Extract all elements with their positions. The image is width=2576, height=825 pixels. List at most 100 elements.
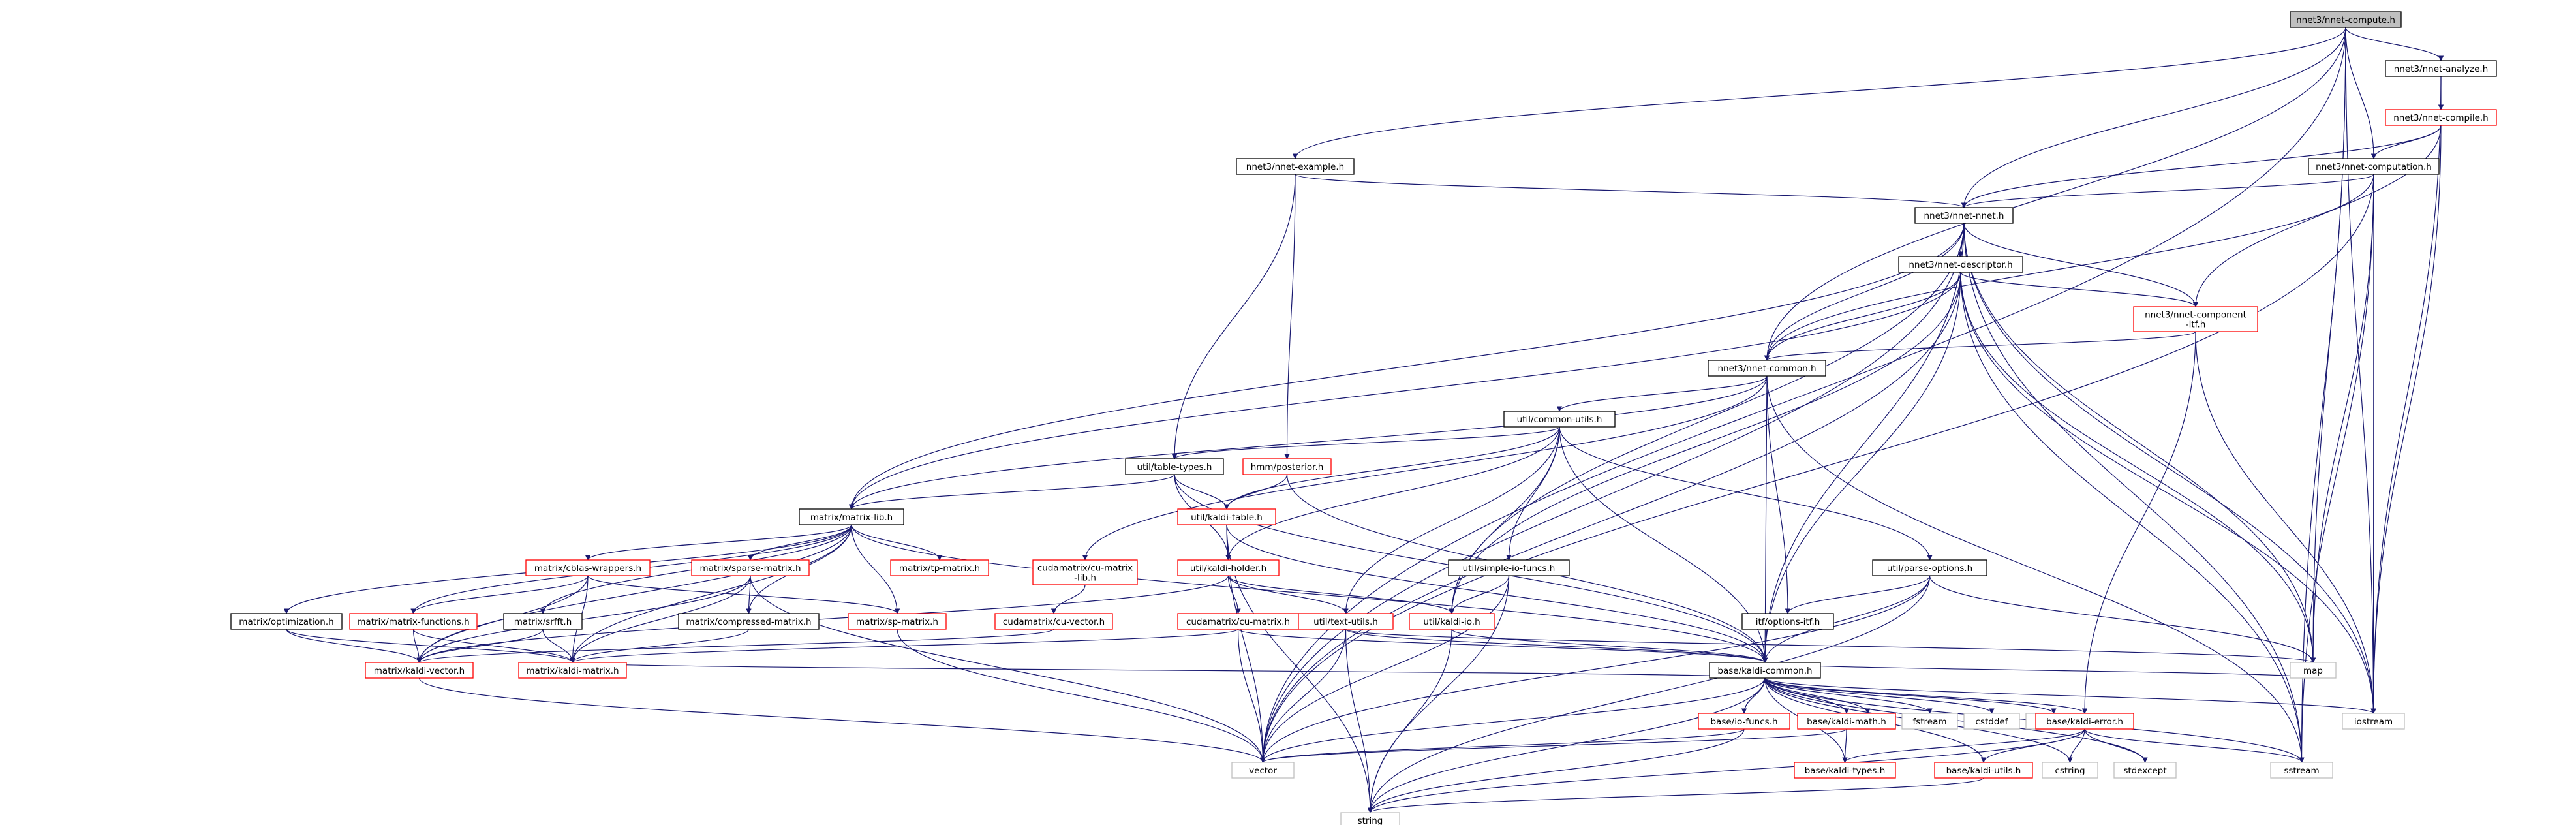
node-box <box>2035 713 2134 730</box>
node-base-kaldi-error-h[interactable]: base/kaldi-error.h <box>2035 713 2134 730</box>
node-matrix-matrix-functions-h[interactable]: matrix/matrix-functions.h <box>349 613 478 630</box>
edge-line <box>1284 174 1296 459</box>
node-nnet3-nnet-computation-h[interactable]: nnet3/nnet-computation.h <box>2308 158 2440 175</box>
edge-line <box>416 575 751 663</box>
node-matrix-optimization-h[interactable]: matrix/optimization.h <box>230 613 343 630</box>
edge-line <box>1082 375 1768 561</box>
edge-nnet3-nnet-component-itf-h-to-iostream <box>2195 331 2376 714</box>
node-box <box>1872 559 1987 576</box>
edge-nnet3-nnet-compile-h-to-nnet3-nnet-nnet-h <box>1961 125 2442 208</box>
node-box <box>2290 662 2337 679</box>
edge-util-common-utils-h-to-util-simple-io-funcs-h <box>1506 426 1560 561</box>
node-itf-options-itf-h[interactable]: itf/options-itf.h <box>1741 613 1834 630</box>
edge-nnet3-nnet-nnet-h-to-iostream <box>1963 223 2376 714</box>
node-cstddef[interactable]: cstddef <box>1963 713 2020 730</box>
node-box <box>1177 559 1280 576</box>
node-base-kaldi-math-h[interactable]: base/kaldi-math.h <box>1797 713 1896 730</box>
node-util-table-types-h[interactable]: util/table-types.h <box>1125 458 1224 475</box>
edge-nnet3-nnet-compute-h-to-nnet3-nnet-common-h <box>1764 27 2346 361</box>
node-label: nnet3/nnet-descriptor.h <box>1909 260 2012 270</box>
node-matrix-srfft-h[interactable]: matrix/srfft.h <box>503 613 583 630</box>
node-hmm-posterior-h[interactable]: hmm/posterior.h <box>1242 458 1332 475</box>
node-base-kaldi-common-h[interactable]: base/kaldi-common.h <box>1709 662 1821 679</box>
node-base-kaldi-types-h[interactable]: base/kaldi-types.h <box>1794 762 1896 779</box>
edge-line <box>746 575 752 614</box>
edge-line <box>1237 629 1266 763</box>
edge-line <box>1764 677 1933 714</box>
node-box <box>2042 762 2098 779</box>
node-label: matrix/tp-matrix.h <box>899 563 980 574</box>
node-box <box>518 662 627 679</box>
node-matrix-compressed-matrix-h[interactable]: matrix/compressed-matrix.h <box>678 613 820 630</box>
edge-line <box>1762 677 1847 714</box>
edge-line <box>1345 629 1768 663</box>
node-util-simple-io-funcs-h[interactable]: util/simple-io-funcs.h <box>1448 559 1570 576</box>
node-matrix-tp-matrix-h[interactable]: matrix/tp-matrix.h <box>890 559 989 576</box>
node-base-io-funcs-h[interactable]: base/io-funcs.h <box>1698 713 1790 730</box>
edge-util-kaldi-holder-h-to-util-text-utils-h <box>1227 575 1349 614</box>
node-nnet3-nnet-compile-h[interactable]: nnet3/nnet-compile.h <box>2385 109 2497 126</box>
node-nnet3-nnet-common-h[interactable]: nnet3/nnet-common.h <box>1708 360 1826 377</box>
edge-nnet3-nnet-descriptor-h-to-map <box>1960 272 2316 663</box>
node-util-parse-options-h[interactable]: util/parse-options.h <box>1872 559 1987 576</box>
edge-line <box>1963 223 2305 763</box>
node-matrix-kaldi-vector-h[interactable]: matrix/kaldi-vector.h <box>365 662 474 679</box>
node-util-text-utils-h[interactable]: util/text-utils.h <box>1298 613 1394 630</box>
edge-line <box>2310 174 2374 663</box>
node-nnet3-nnet-analyze-h[interactable]: nnet3/nnet-analyze.h <box>2385 60 2497 77</box>
node-box <box>1177 508 1276 525</box>
node-util-kaldi-io-h[interactable]: util/kaldi-io.h <box>1409 613 1495 630</box>
node-label: iostream <box>2354 717 2393 727</box>
node-label: vector <box>1249 766 1277 776</box>
edge-matrix-matrix-lib-h-to-matrix-cblas-wrappers-h <box>585 524 852 561</box>
node-matrix-sp-matrix-h[interactable]: matrix/sp-matrix.h <box>848 613 947 630</box>
node-matrix-kaldi-matrix-h[interactable]: matrix/kaldi-matrix.h <box>518 662 627 679</box>
edge-line <box>1766 375 2305 763</box>
edge-line <box>1171 174 1296 459</box>
node-util-kaldi-table-h[interactable]: util/kaldi-table.h <box>1177 508 1276 525</box>
node-cudamatrix-cu-matrix-h[interactable]: cudamatrix/cu-matrix.h <box>1177 613 1299 630</box>
node-fstream[interactable]: fstream <box>1901 713 1958 730</box>
node-nnet3-nnet-nnet-h[interactable]: nnet3/nnet-nnet.h <box>1914 207 2014 224</box>
edge-line <box>2345 27 2444 61</box>
node-iostream[interactable]: iostream <box>2342 713 2405 730</box>
node-map[interactable]: map <box>2290 662 2337 679</box>
node-nnet3-nnet-descriptor-h[interactable]: nnet3/nnet-descriptor.h <box>1898 256 2023 273</box>
edge-matrix-cblas-wrappers-h-to-matrix-sp-matrix-h <box>587 575 900 614</box>
edge-base-kaldi-error-h-to-string <box>1367 728 2085 813</box>
node-box <box>1708 360 1826 377</box>
node-box <box>2270 762 2333 779</box>
node-vector[interactable]: vector <box>1231 762 1295 779</box>
edge-line <box>1963 223 2376 714</box>
edge-line <box>570 524 852 663</box>
node-matrix-matrix-lib-h[interactable]: matrix/matrix-lib.h <box>799 508 904 525</box>
node-matrix-cblas-wrappers-h[interactable]: matrix/cblas-wrappers.h <box>525 559 651 576</box>
edge-line <box>570 629 1239 663</box>
edge-line <box>1764 223 1965 361</box>
node-cudamatrix-cu-matrix-lib-h[interactable]: cudamatrix/cu-matrix-lib.h <box>1032 559 1138 585</box>
node-string[interactable]: string <box>1340 812 1400 825</box>
node-cudamatrix-cu-vector-h[interactable]: cudamatrix/cu-vector.h <box>994 613 1113 630</box>
edge-line <box>897 629 1266 763</box>
node-base-kaldi-utils-h[interactable]: base/kaldi-utils.h <box>1934 762 2033 779</box>
node-box <box>2342 713 2405 730</box>
edge-line <box>1227 575 1455 614</box>
node-nnet3-nnet-example-h[interactable]: nnet3/nnet-example.h <box>1236 158 1355 175</box>
node-util-common-utils-h[interactable]: util/common-utils.h <box>1503 411 1616 428</box>
node-stdexcept[interactable]: stdexcept <box>2113 762 2177 779</box>
node-util-kaldi-holder-h[interactable]: util/kaldi-holder.h <box>1177 559 1280 576</box>
node-box <box>1032 559 1138 585</box>
edge-cudamatrix-cu-matrix-h-to-matrix-kaldi-matrix-h <box>570 629 1239 663</box>
node-sstream[interactable]: sstream <box>2270 762 2333 779</box>
node-nnet3-nnet-compute-h[interactable]: nnet3/nnet-compute.h <box>2290 11 2402 28</box>
node-nnet3-nnet-component-itf-h[interactable]: nnet3/nnet-component-itf.h <box>2133 306 2258 332</box>
edge-line <box>1764 662 2316 679</box>
node-matrix-sparse-matrix-h[interactable]: matrix/sparse-matrix.h <box>691 559 810 576</box>
edge-nnet3-nnet-descriptor-h-to-nnet3-nnet-component-itf-h <box>1960 272 2199 307</box>
edge-matrix-sparse-matrix-h-to-matrix-kaldi-vector-h <box>416 575 751 663</box>
node-label: fstream <box>1912 717 1946 727</box>
node-box <box>1934 762 2033 779</box>
edge-line <box>1260 629 1347 763</box>
node-cstring[interactable]: cstring <box>2042 762 2098 779</box>
edge-line <box>2299 174 2374 763</box>
